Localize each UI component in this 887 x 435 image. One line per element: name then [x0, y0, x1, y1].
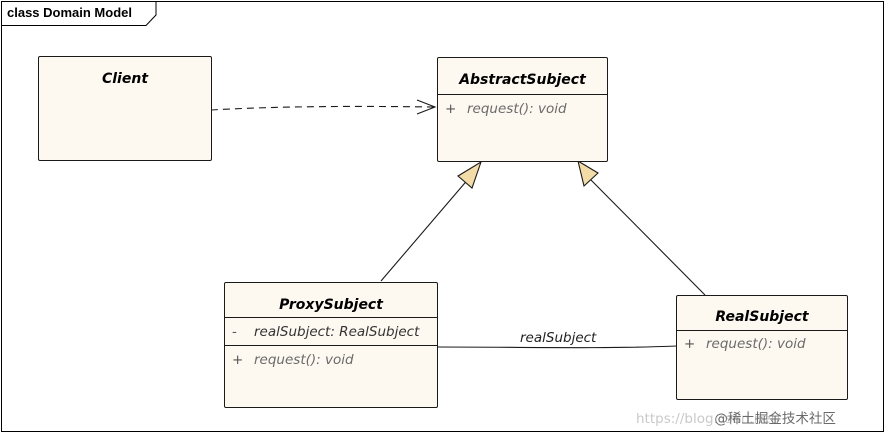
- class-name-abstract-subject: AbstractSubject: [459, 72, 586, 88]
- visibility-marker: +: [684, 336, 696, 352]
- attribute-row: - realSubject: RealSubject: [225, 318, 437, 341]
- real-generalization-line: [588, 177, 706, 296]
- dependency-arrowhead: [416, 99, 437, 115]
- class-proxy-subject[interactable]: ProxySubject - realSubject: RealSubject …: [224, 282, 438, 408]
- watermark-url: https://blog.csdn.net/: [636, 411, 781, 427]
- class-real-subject[interactable]: RealSubject + request(): void: [676, 295, 848, 400]
- real-generalization-arrowhead: [577, 159, 599, 188]
- class-client[interactable]: Client: [38, 56, 212, 161]
- proxy-generalization-line: [380, 176, 471, 282]
- diagram-title: class Domain Model: [7, 5, 132, 20]
- operation-signature: request(): void: [467, 101, 567, 117]
- class-compartment-divider: [677, 330, 847, 331]
- dependency-line: [210, 105, 435, 111]
- operation-row: + request(): void: [677, 331, 847, 352]
- visibility-marker: -: [232, 324, 237, 340]
- class-abstract-subject[interactable]: AbstractSubject + request(): void: [437, 57, 608, 162]
- class-compartment-divider: [438, 94, 607, 95]
- class-compartment-divider: [225, 317, 437, 318]
- proxy-generalization-arrowhead: [457, 160, 483, 189]
- visibility-marker: +: [232, 352, 244, 368]
- association-label: realSubject: [520, 330, 597, 346]
- operation-signature: request(): void: [706, 336, 806, 352]
- operation-row: + request(): void: [225, 346, 437, 368]
- watermark: https://blog.csdn.net/@稀土掘金技术社区: [636, 407, 836, 427]
- class-name-client: Client: [101, 71, 149, 87]
- operation-row: + request(): void: [438, 95, 607, 117]
- class-compartment-divider: [225, 345, 437, 346]
- class-name-real-subject: RealSubject: [715, 309, 809, 325]
- visibility-marker: +: [445, 101, 457, 117]
- watermark-brand: @稀土掘金技术社区: [714, 411, 836, 427]
- operation-signature: request(): void: [254, 352, 354, 368]
- class-name-proxy-subject: ProxySubject: [279, 297, 383, 313]
- frame-tab-outline: [1, 1, 157, 26]
- attribute-signature: realSubject: RealSubject: [254, 324, 420, 340]
- association-line: [437, 345, 678, 349]
